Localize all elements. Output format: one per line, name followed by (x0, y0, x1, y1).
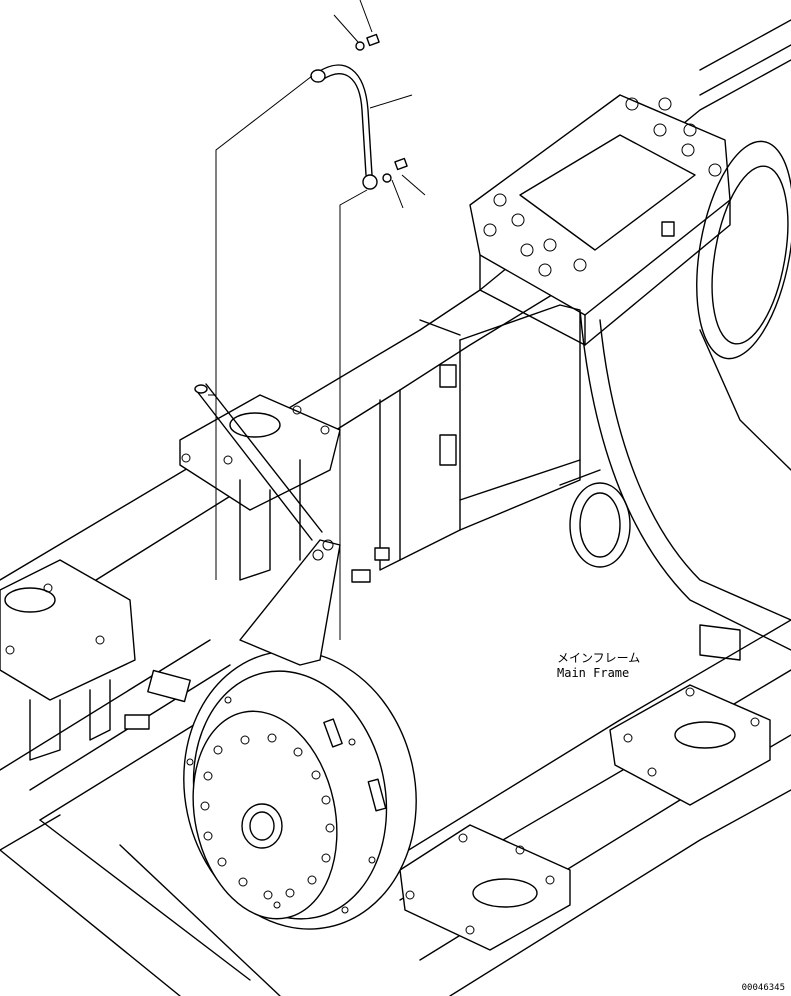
gear-bolts (186, 696, 376, 914)
right-bracket (609, 684, 771, 806)
far-left-bracket (0, 559, 191, 761)
upper-crossmember (469, 94, 791, 360)
hose-assembly (310, 33, 408, 190)
main-frame-label-jp: メインフレーム (557, 651, 641, 665)
rail-details (351, 221, 741, 661)
swing-gear-disc (183, 650, 417, 930)
leader-lines (208, 0, 426, 640)
grease-rod (194, 383, 323, 541)
lower-bracket (399, 824, 571, 951)
center-box (374, 304, 631, 571)
main-frame-label-en: Main Frame (557, 666, 630, 680)
support-arm (239, 539, 341, 666)
drawing-number: 00046345 (741, 983, 785, 993)
